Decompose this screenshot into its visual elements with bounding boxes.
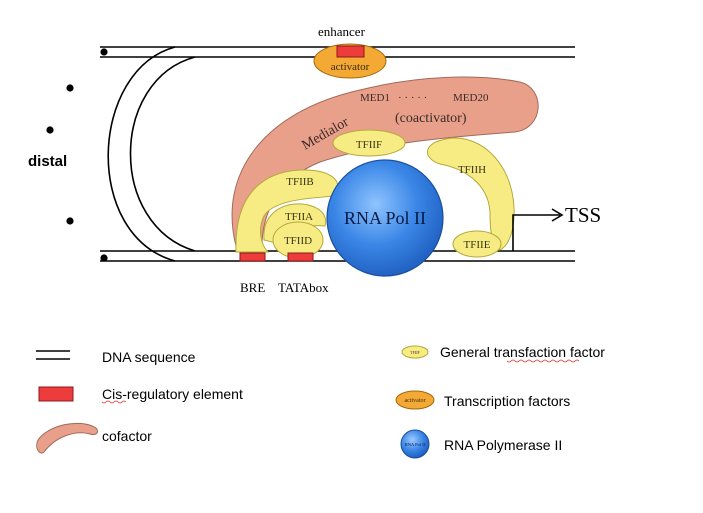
activator-label: activator: [331, 61, 370, 73]
enhancer-element: [336, 45, 365, 58]
tfiih-label: TFIIH: [458, 164, 486, 176]
tss-arrow: [512, 208, 564, 251]
bre-label: BRE: [240, 280, 265, 295]
med-dots: · · · · ·: [398, 92, 427, 104]
legend-rnap-label: RNA Polymerase II: [444, 437, 562, 453]
med20-label: MED20: [453, 92, 489, 104]
tss-label: TSS: [565, 203, 601, 227]
legend-cis-symbol: [38, 386, 74, 402]
distal-label: distal: [28, 153, 67, 170]
legend-gtf-label: General transfaction factor: [440, 344, 605, 360]
med1-label: MED1: [360, 92, 390, 104]
legend-rnap-symbol: [400, 429, 430, 459]
tfiif-label: TFIIF: [356, 139, 382, 151]
tfiia-label: TFIIA: [285, 211, 313, 223]
tfiib-label: TFIIB: [286, 176, 314, 188]
distal-dots: [46, 48, 108, 262]
tfiid-label: TFIID: [284, 235, 312, 247]
mediator-shape: [231, 76, 539, 247]
legend-dna-symbol: [36, 350, 70, 360]
tfiie-shape: [452, 230, 502, 258]
rna-pol-ii-shape: [326, 159, 444, 277]
legend-rnap-icon-text: RNA Pol II: [405, 442, 426, 447]
coactivator-label: (coactivator): [395, 111, 467, 126]
legend-tf-symbol: [395, 390, 435, 410]
legend-dna-label: DNA sequence: [102, 349, 196, 365]
tatabox-label: TATAbox: [278, 280, 329, 295]
tata-element: [287, 252, 314, 262]
legend-tf-label: Transcription factors: [444, 393, 570, 409]
tfiif-shape: [332, 129, 406, 157]
legend-gtf-underline: [506, 359, 580, 363]
legend-cofactor-label: cofactor: [102, 428, 152, 444]
legend-tf-icon-text: activator: [405, 398, 426, 404]
legend-gtf-symbol: [401, 345, 429, 359]
enhancer-label: enhancer: [318, 24, 366, 39]
tfiie-label: TFIIE: [464, 239, 491, 251]
legend-cis-underline: [101, 400, 127, 404]
bre-element: [239, 252, 266, 262]
legend-cofactor-symbol: [36, 422, 99, 454]
rna-pol-ii-label: RNA Pol II: [344, 208, 426, 228]
legend-gtf-icon-text: TFIIF: [410, 350, 420, 355]
activator-shape: [313, 43, 387, 79]
legend-cis-label: Cis-regulatory element: [102, 386, 243, 402]
